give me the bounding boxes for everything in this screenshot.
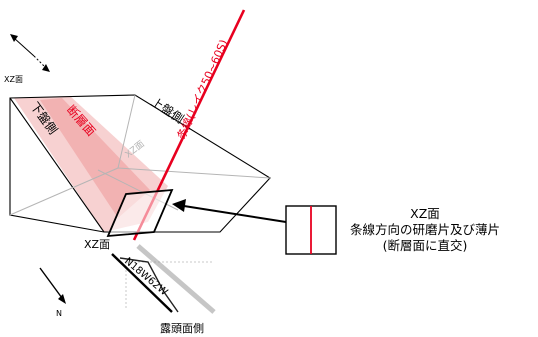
callout-arrow-line (183, 205, 287, 223)
striation-label: 条線(レイク50~60S) (174, 37, 231, 141)
strike-arrow-line (111, 253, 173, 313)
fault-plane-core (40, 98, 150, 218)
xz-plane-top-label: XZ面 (4, 75, 23, 84)
xz-plane-bottom-label: XZ面 (84, 238, 110, 251)
north-label: N (56, 309, 62, 318)
callout-line2: (断層面に直交) (382, 238, 468, 253)
callout-line1: 条線方向の研磨片及び薄片 (349, 222, 500, 237)
callout-title: XZ面 (410, 206, 440, 221)
callout-arrow-head (172, 199, 186, 212)
xz-direction-indicator: XZ面 (4, 34, 50, 84)
outcrop-line (119, 257, 179, 313)
strike-gray-line (136, 244, 216, 314)
outcrop-side-label: 露頭面側 (160, 322, 204, 335)
callout-text: XZ面 条線方向の研磨片及び薄片 (断層面に直交) (320, 206, 530, 254)
xz-section-box (106, 188, 174, 238)
outcrop-guides (125, 261, 214, 310)
north-arrow: N (39, 267, 66, 318)
